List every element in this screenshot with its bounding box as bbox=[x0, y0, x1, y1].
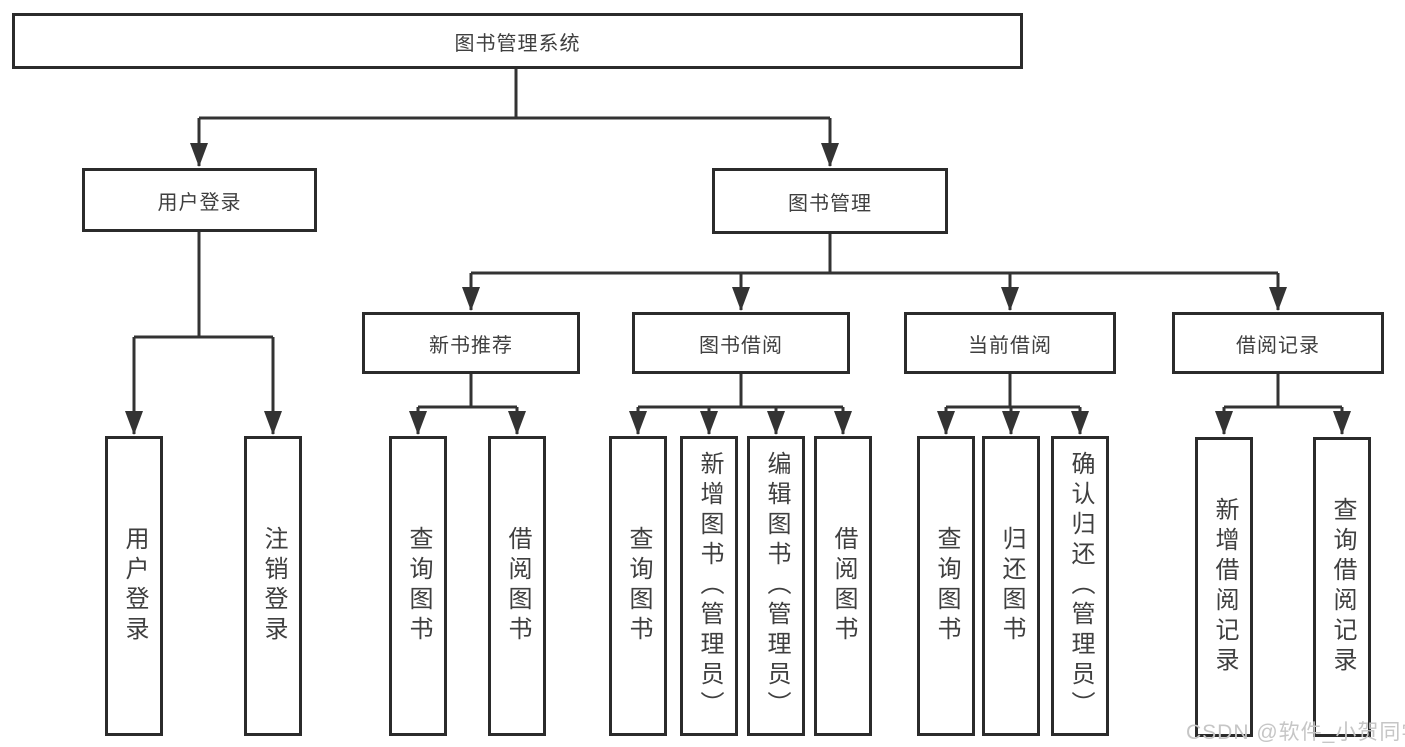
node-leaf-query-borrow-record-label: 查询借阅记录 bbox=[1329, 497, 1356, 677]
node-leaf-user-login-label: 用户登录 bbox=[121, 526, 148, 646]
node-leaf-add-book-admin-label: 新增图书（管理员） bbox=[696, 451, 723, 721]
node-leaf-confirm-return-admin: 确认归还（管理员） bbox=[1051, 436, 1109, 736]
node-leaf-query-borrow-record: 查询借阅记录 bbox=[1313, 437, 1371, 737]
node-leaf-logout: 注销登录 bbox=[244, 436, 302, 736]
node-current-borrow: 当前借阅 bbox=[904, 312, 1116, 374]
node-book-management-label: 图书管理 bbox=[788, 192, 872, 215]
node-leaf-edit-book-admin: 编辑图书（管理员） bbox=[747, 436, 805, 736]
node-leaf-return-book: 归还图书 bbox=[982, 436, 1040, 736]
node-leaf-borrow-book: 借阅图书 bbox=[814, 436, 872, 736]
node-leaf-add-borrow-record: 新增借阅记录 bbox=[1195, 437, 1253, 737]
connector-skeleton bbox=[134, 68, 1342, 409]
node-current-borrow-label: 当前借阅 bbox=[968, 334, 1052, 357]
node-leaf-recommend-borrow-book: 借阅图书 bbox=[488, 436, 546, 736]
node-leaf-confirm-return-admin-label: 确认归还（管理员） bbox=[1067, 451, 1094, 721]
node-root: 图书管理系统 bbox=[12, 13, 1023, 69]
node-borrow-record-label: 借阅记录 bbox=[1236, 334, 1320, 357]
node-leaf-recommend-query-book-label: 查询图书 bbox=[405, 526, 432, 646]
node-leaf-user-login: 用户登录 bbox=[105, 436, 163, 736]
node-book-borrow-label: 图书借阅 bbox=[699, 334, 783, 357]
node-leaf-borrow-query-book-label: 查询图书 bbox=[625, 526, 652, 646]
node-root-label: 图书管理系统 bbox=[454, 32, 581, 55]
node-book-borrow: 图书借阅 bbox=[632, 312, 850, 374]
node-borrow-record: 借阅记录 bbox=[1172, 312, 1384, 374]
node-leaf-borrow-query-book: 查询图书 bbox=[609, 436, 667, 736]
node-leaf-logout-label: 注销登录 bbox=[260, 526, 287, 646]
node-user-login-label: 用户登录 bbox=[157, 191, 242, 214]
node-leaf-edit-book-admin-label: 编辑图书（管理员） bbox=[763, 451, 790, 721]
node-leaf-add-borrow-record-label: 新增借阅记录 bbox=[1211, 497, 1238, 677]
node-leaf-add-book-admin: 新增图书（管理员） bbox=[680, 436, 738, 736]
node-user-login: 用户登录 bbox=[82, 168, 317, 232]
node-leaf-current-query-book: 查询图书 bbox=[917, 436, 975, 736]
node-book-management: 图书管理 bbox=[712, 168, 948, 234]
node-leaf-return-book-label: 归还图书 bbox=[998, 526, 1025, 646]
node-leaf-recommend-borrow-book-label: 借阅图书 bbox=[504, 526, 531, 646]
node-leaf-borrow-book-label: 借阅图书 bbox=[830, 526, 857, 646]
watermark: CSDN @软件_小贺同学 bbox=[1186, 721, 1405, 744]
node-leaf-current-query-book-label: 查询图书 bbox=[933, 526, 960, 646]
node-leaf-recommend-query-book: 查询图书 bbox=[389, 436, 447, 736]
node-new-book-recommend-label: 新书推荐 bbox=[429, 334, 513, 357]
node-new-book-recommend: 新书推荐 bbox=[362, 312, 580, 374]
